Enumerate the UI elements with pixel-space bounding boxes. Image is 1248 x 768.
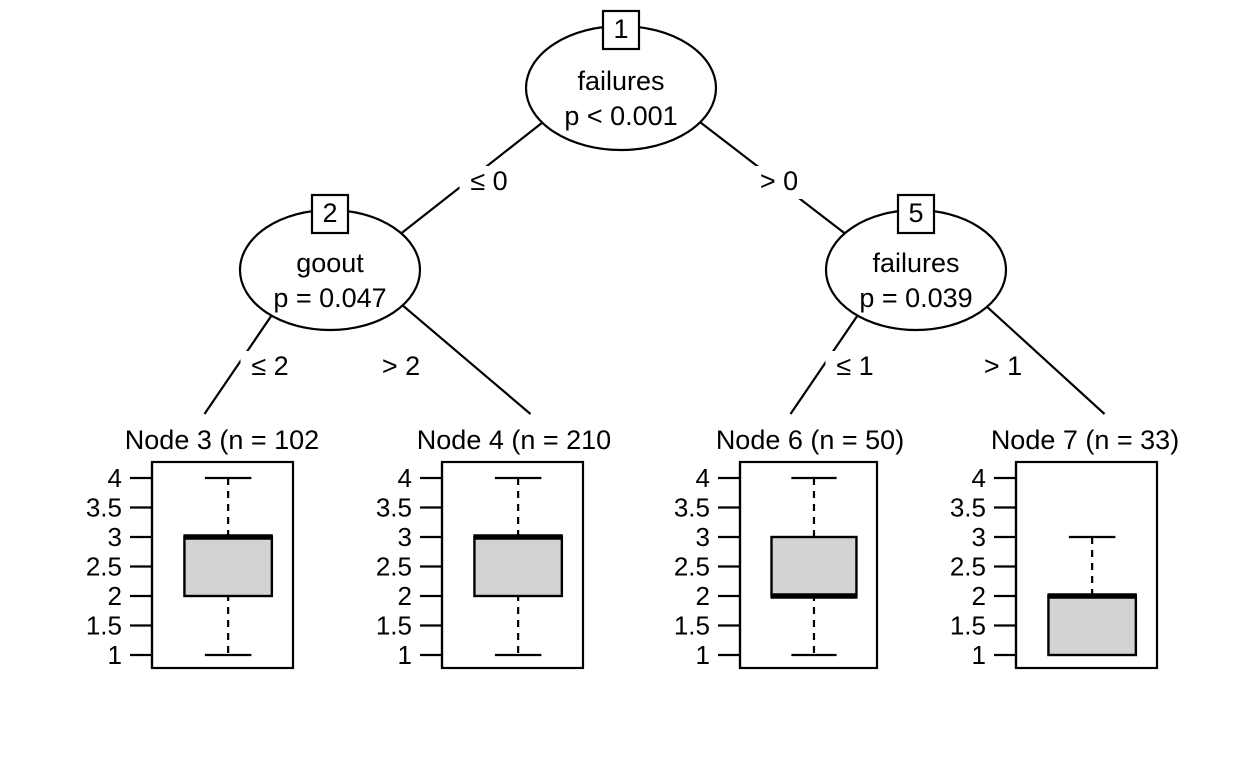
- edge-label-5-to-6: ≤ 1: [825, 351, 885, 384]
- tree-edge-2-to-3: [203, 313, 274, 415]
- node-number-text-5: 5: [908, 198, 923, 228]
- boxplot-box-4: [473, 535, 564, 598]
- tree-edge-5-to-6: [789, 313, 860, 415]
- axis-tick-label-6-2.5: 2.5: [674, 552, 710, 582]
- edge-label-background: [371, 351, 431, 384]
- axis-tick-label-3-4: 4: [108, 463, 122, 493]
- axis-tick-label-3-3.5: 3.5: [86, 493, 122, 523]
- axis-tick-label-7-1: 1: [972, 640, 986, 670]
- axis-tick-label-6-3.5: 3.5: [674, 493, 710, 523]
- tree-edge-2-to-4: [400, 303, 532, 415]
- node-variable-label-5: failures: [872, 248, 959, 278]
- terminal-node-title-6: Node 6 (n = 50): [716, 425, 904, 455]
- axis-tick-label-6-1.5: 1.5: [674, 611, 710, 641]
- axis-tick-label-6-2: 2: [696, 581, 710, 611]
- boxplot-box-3: [183, 535, 274, 598]
- axis-tick-label-7-2: 2: [972, 581, 986, 611]
- node-pvalue-label-5: p = 0.039: [859, 283, 972, 313]
- boxplot-box-6: [770, 535, 858, 598]
- tree-edge-5-to-7: [984, 304, 1106, 415]
- edge-label-text: ≤ 0: [470, 166, 507, 196]
- axis-tick-label-7-3.5: 3.5: [950, 493, 986, 523]
- edge-label-background: [825, 351, 885, 384]
- boxplot-box-7: [1047, 594, 1138, 657]
- edge-label-background: [973, 351, 1033, 384]
- node-variable-label-1: failures: [577, 66, 664, 96]
- node-variable-label-2: goout: [296, 248, 364, 278]
- edge-label-background: [749, 166, 809, 199]
- axis-tick-label-3-3: 3: [108, 522, 122, 552]
- terminal-node-7: Node 7 (n = 33)43.532.521.51: [950, 425, 1179, 670]
- inner-node-1[interactable]: failures p < 0.001 1: [524, 9, 718, 152]
- axis-tick-label-4-3.5: 3.5: [376, 493, 412, 523]
- terminal-node-title-7: Node 7 (n = 33): [991, 425, 1179, 455]
- edge-label-background: [240, 351, 300, 384]
- axis-tick-label-6-4: 4: [696, 463, 710, 493]
- axis-tick-label-7-4: 4: [972, 463, 986, 493]
- node-pvalue-label-1: p < 0.001: [564, 101, 677, 131]
- axis-tick-label-4-4: 4: [398, 463, 412, 493]
- edge-label-5-to-7: > 1: [973, 351, 1033, 384]
- inner-node-5[interactable]: failures p = 0.039 5: [824, 193, 1008, 332]
- terminal-node-title-4: Node 4 (n = 210: [417, 425, 611, 455]
- axis-tick-label-4-3: 3: [398, 522, 412, 552]
- axis-tick-label-7-2.5: 2.5: [950, 552, 986, 582]
- axis-tick-label-3-2.5: 2.5: [86, 552, 122, 582]
- axis-tick-label-3-1: 1: [108, 640, 122, 670]
- terminal-node-6: Node 6 (n = 50)43.532.521.51: [674, 425, 904, 670]
- axis-tick-label-7-3: 3: [972, 522, 986, 552]
- node-number-badge-2[interactable]: [310, 193, 350, 235]
- axis-tick-label-4-1: 1: [398, 640, 412, 670]
- edge-labels-layer: ≤ 0 > 0 ≤ 2 > 2 ≤ 1 > 1: [240, 166, 1033, 384]
- axis-tick-label-3-1.5: 1.5: [86, 611, 122, 641]
- axis-tick-label-6-1: 1: [696, 640, 710, 670]
- inner-node-2[interactable]: goout p = 0.047 2: [238, 193, 422, 332]
- axis-tick-label-6-3: 3: [696, 522, 710, 552]
- edge-label-2-to-4: > 2: [371, 351, 431, 384]
- axis-tick-label-4-1.5: 1.5: [376, 611, 412, 641]
- edge-label-2-to-3: ≤ 2: [240, 351, 300, 384]
- node-number-text-1: 1: [613, 14, 628, 44]
- edge-label-text: > 0: [760, 166, 798, 196]
- axis-tick-label-4-2.5: 2.5: [376, 552, 412, 582]
- axis-tick-label-3-2: 2: [108, 581, 122, 611]
- edge-label-background: [459, 166, 519, 199]
- edge-label-1-to-2: ≤ 0: [459, 166, 519, 199]
- axis-tick-label-7-1.5: 1.5: [950, 611, 986, 641]
- terminal-node-title-3: Node 3 (n = 102: [125, 425, 319, 455]
- edge-label-text: ≤ 2: [251, 351, 288, 381]
- edge-label-text: ≤ 1: [836, 351, 873, 381]
- axis-tick-label-4-2: 2: [398, 581, 412, 611]
- inner-nodes-layer: failures p < 0.001 1 goout p = 0.047 2 failure…: [238, 9, 1008, 332]
- node-pvalue-label-2: p = 0.047: [273, 283, 386, 313]
- edge-label-text: > 1: [984, 351, 1022, 381]
- node-number-badge-1[interactable]: [601, 9, 641, 51]
- node-number-badge-5[interactable]: [896, 193, 936, 235]
- edge-label-text: > 2: [382, 351, 420, 381]
- node-number-text-2: 2: [322, 198, 337, 228]
- edge-label-1-to-5: > 0: [749, 166, 809, 199]
- tree-edges-layer: [203, 119, 1106, 415]
